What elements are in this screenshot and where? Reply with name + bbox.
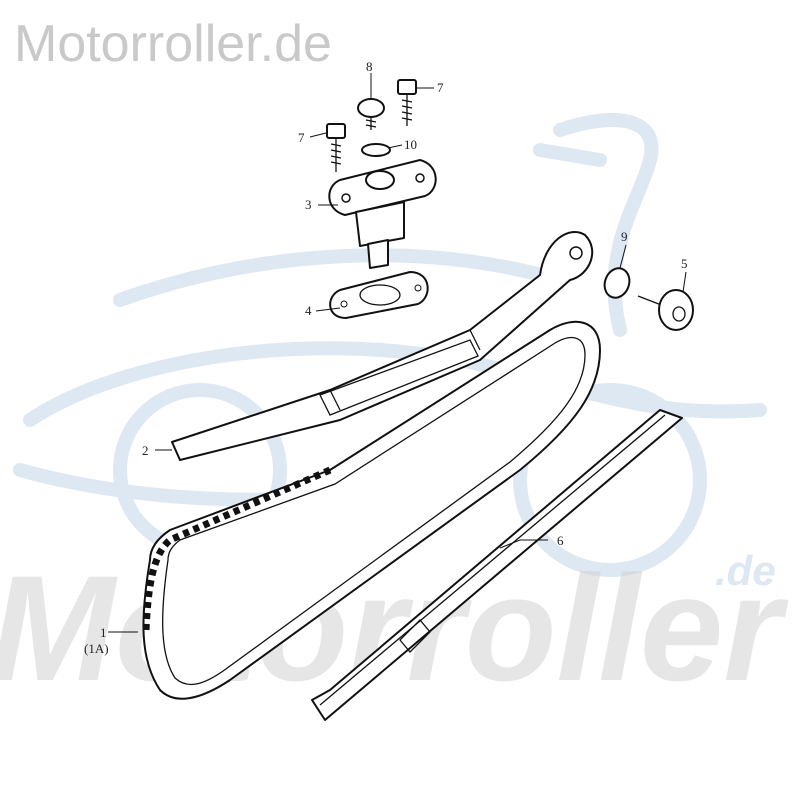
part-7-bolt-right [397, 79, 417, 126]
callout-1a: (1A) [84, 641, 109, 656]
top-watermark-text: Motorroller.de [14, 15, 332, 73]
callout-10: 10 [404, 137, 417, 152]
leader-lines [108, 73, 687, 633]
callout-4: 4 [305, 303, 312, 318]
callout-7-left: 7 [298, 130, 305, 145]
part-9-o-ring [603, 267, 631, 299]
part-7-bolt-left [326, 123, 346, 172]
part-2-tensioner-guide [171, 230, 594, 461]
bottom-watermark-text: Motorroller [0, 544, 789, 712]
bottom-watermark-suffix: .de [715, 547, 776, 594]
callout-9: 9 [621, 229, 628, 244]
part-3-tensioner-body [328, 159, 437, 269]
part-8-screw [357, 98, 385, 130]
callout-6: 6 [557, 533, 564, 548]
part-5-sealing-bolt [637, 289, 694, 331]
callout-1: 1 [100, 625, 107, 640]
part-10-o-ring [361, 143, 391, 157]
callout-5: 5 [681, 256, 688, 271]
part-4-gasket [329, 271, 429, 319]
callout-3: 3 [305, 197, 312, 212]
callout-8: 8 [366, 59, 373, 74]
part-6-chain-guide [311, 409, 683, 721]
part-1-cam-chain [142, 320, 601, 700]
callout-7-right: 7 [437, 80, 444, 95]
callout-2: 2 [142, 443, 149, 458]
